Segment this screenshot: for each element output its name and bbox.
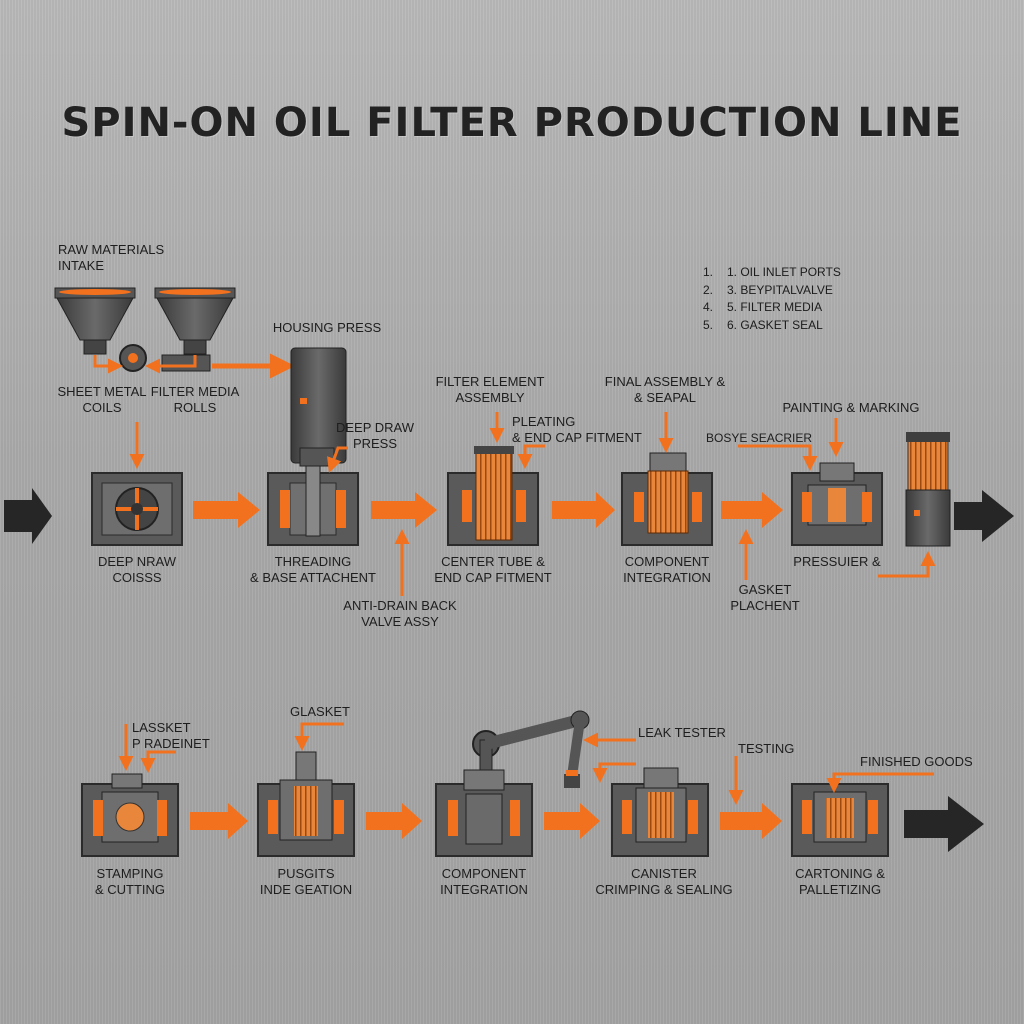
row1-station-3-label: CENTER TUBE &END CAP FITMENT bbox=[434, 554, 552, 585]
row1-station-2-label: THREADING& BASE ATTACHENT bbox=[250, 554, 376, 585]
line-start-arrow-icon bbox=[4, 488, 52, 544]
hopper-sheet-metal-icon bbox=[54, 287, 136, 355]
housing-press-label: HOUSING PRESS bbox=[272, 320, 382, 335]
testing-label: TESTING bbox=[738, 741, 795, 756]
row2-station-4-icon bbox=[611, 767, 709, 857]
robot-arm-icon bbox=[472, 710, 590, 788]
legend-item: 4.5. FILTER MEDIA bbox=[703, 300, 823, 314]
row1-station-2-icon bbox=[267, 465, 359, 546]
row1-flow-arrows bbox=[193, 492, 783, 528]
bosye-label: BOSYE SEACRIER bbox=[706, 431, 813, 445]
row1-station-3-icon bbox=[447, 446, 539, 546]
row1-station-4-icon bbox=[621, 452, 713, 546]
row2-station-3-icon bbox=[435, 769, 533, 857]
row2-station-5-label: CARTONING &PALLETIZING bbox=[795, 866, 885, 897]
legend-item: 5.6. GASKET SEAL bbox=[703, 317, 823, 332]
hopper-filter-media-icon bbox=[154, 287, 236, 355]
glasket-label: GLASKET bbox=[290, 704, 350, 719]
legend: 1.1. OIL INLET PORTS 2.3. BEYPITALVALVE … bbox=[703, 264, 841, 334]
row2-station-1-icon bbox=[81, 773, 179, 857]
row1-station-1-icon bbox=[91, 472, 183, 546]
page-title: SPIN-ON OIL FILTER PRODUCTION LINE bbox=[61, 100, 963, 146]
painting-marking-label: PAINTING & MARKING bbox=[782, 400, 920, 415]
housing-press-icon bbox=[290, 347, 347, 467]
feeder-valve-icon bbox=[119, 344, 211, 372]
row1-station-5-icon bbox=[791, 462, 883, 546]
legend-item: 1.1. OIL INLET PORTS bbox=[703, 265, 841, 279]
line-end-arrow-icon bbox=[954, 490, 1014, 542]
pleating-label: PLEATING& END CAP FITMENT bbox=[512, 414, 642, 445]
row2-station-1-label: STAMPING& CUTTING bbox=[94, 866, 166, 897]
finished-filter-icon bbox=[905, 432, 951, 547]
row1-station-5-label: PRESSUIER & bbox=[793, 554, 881, 569]
leak-tester-label: LEAK TESTER bbox=[638, 725, 726, 740]
finished-goods-label: FINISHED GOODS bbox=[860, 754, 973, 769]
row2-flow-arrows bbox=[190, 803, 782, 839]
row2-end-arrow-icon bbox=[904, 796, 984, 852]
row2-station-2-icon bbox=[257, 751, 355, 857]
row2-station-5-icon bbox=[791, 783, 889, 857]
legend-item: 2.3. BEYPITALVALVE bbox=[703, 282, 833, 297]
final-assembly-label: FINAL ASSEMBLY && SEAPAL bbox=[604, 374, 726, 405]
